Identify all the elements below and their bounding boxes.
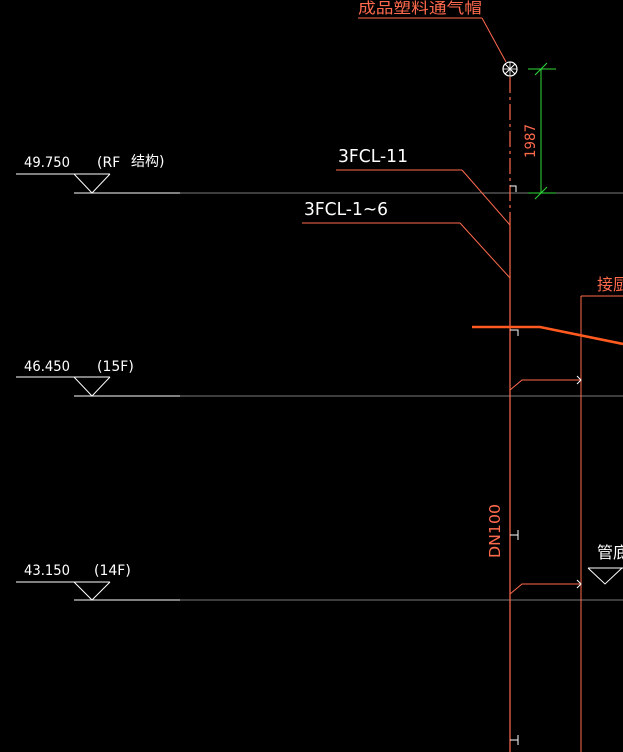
level-elevation: 46.450 — [24, 359, 70, 375]
level-triangle-icon — [73, 173, 111, 194]
branch-pipe — [472, 325, 623, 346]
pipe-label-3fcl-11: 3FCL-11 — [336, 146, 511, 226]
vent-cap-label: 成品塑料通气帽 — [358, 0, 482, 17]
pipe-bottom-note: 管底 — [587, 543, 623, 585]
dimension-1987: 1987 — [523, 62, 556, 200]
level-floor: (15F) — [97, 359, 134, 375]
vent-cap-icon — [502, 61, 518, 77]
level-floor: (RF — [97, 155, 120, 171]
note-kitchen: 接厨 — [597, 275, 623, 294]
level-elevation: 49.750 — [24, 155, 70, 171]
pipe-size-label: DN100 — [486, 504, 504, 558]
level-triangle-icon — [73, 581, 111, 601]
vent-cap-annotation: 成品塑料通气帽 — [358, 0, 507, 63]
level-triangle-icon — [587, 567, 623, 585]
branch-connection-15f — [509, 375, 582, 391]
level-triangle-icon — [73, 376, 111, 397]
riser-pipe: DN100 — [486, 77, 519, 752]
pipe-label-mid: 3FCL-1~6 — [304, 199, 388, 220]
level-marker-rf: 49.750 (RF 结构) — [16, 154, 180, 194]
level-elevation: 43.150 — [24, 563, 70, 579]
pipe-label-top: 3FCL-11 — [338, 146, 408, 167]
kitchen-note: 接厨 — [580, 275, 623, 752]
level-marker-15f: 46.450 (15F) — [16, 359, 180, 397]
dimension-text: 1987 — [523, 124, 539, 158]
branch-connection-14f — [509, 579, 582, 595]
level-marker-14f: 43.150 (14F) — [16, 563, 180, 601]
pipe-label-3fcl-1-6: 3FCL-1~6 — [302, 199, 511, 279]
level-floor: (14F) — [94, 563, 131, 579]
note-pipe-bottom: 管底 — [597, 543, 623, 562]
level-note: 结构) — [131, 154, 164, 170]
